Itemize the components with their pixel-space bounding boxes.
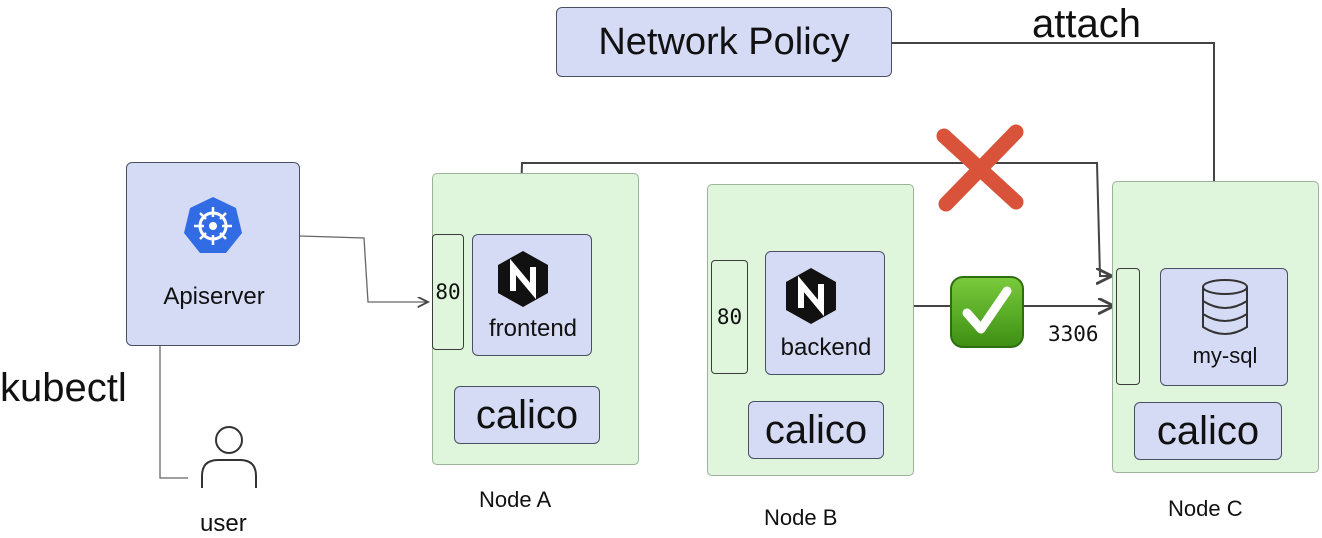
- node-b-calico-label: calico: [764, 407, 868, 452]
- node-c-calico-label: calico: [1156, 408, 1260, 453]
- user-label: user: [200, 510, 247, 537]
- node-c-port: [1116, 268, 1140, 385]
- node-a-port: 80: [432, 234, 464, 350]
- kubernetes-icon: [182, 195, 244, 257]
- network-policy-box: Network Policy: [556, 7, 892, 77]
- apiserver-to-frontend-arrow: [299, 235, 428, 302]
- apiserver-label: Apiserver: [163, 283, 265, 310]
- database-icon: [1199, 277, 1251, 337]
- user-to-apiserver-arrow: [160, 318, 188, 479]
- node-b-label: Node B: [764, 505, 838, 530]
- node-a-label: Node A: [479, 487, 552, 512]
- kubectl-label: kubectl: [0, 366, 127, 410]
- frontend-pod: frontend: [472, 234, 592, 356]
- node-c-port-label: 3306: [1048, 322, 1099, 346]
- node-a-calico-label: calico: [475, 392, 579, 437]
- mysql-label: my-sql: [1192, 343, 1258, 368]
- node-b-calico: calico: [748, 401, 884, 459]
- nginx-icon: [495, 249, 551, 309]
- node-b-port-label: 80: [716, 305, 743, 329]
- backend-pod: backend: [765, 251, 885, 375]
- frontend-label: frontend: [488, 315, 578, 342]
- node-a-calico: calico: [454, 386, 600, 444]
- node-c-calico: calico: [1134, 402, 1282, 460]
- cross-icon: [936, 124, 1024, 212]
- attach-label: attach: [1032, 2, 1141, 46]
- node-b-port: 80: [711, 260, 748, 374]
- check-icon: [949, 275, 1025, 349]
- node-c-label: Node C: [1168, 496, 1243, 521]
- apiserver-box: Apiserver: [126, 162, 300, 346]
- node-a-port-label: 80: [435, 280, 461, 304]
- mysql-pod: my-sql: [1160, 268, 1288, 386]
- nginx-icon: [783, 266, 839, 326]
- backend-label: backend: [780, 334, 872, 361]
- user-icon: [198, 424, 260, 490]
- network-policy-label: Network Policy: [598, 20, 850, 63]
